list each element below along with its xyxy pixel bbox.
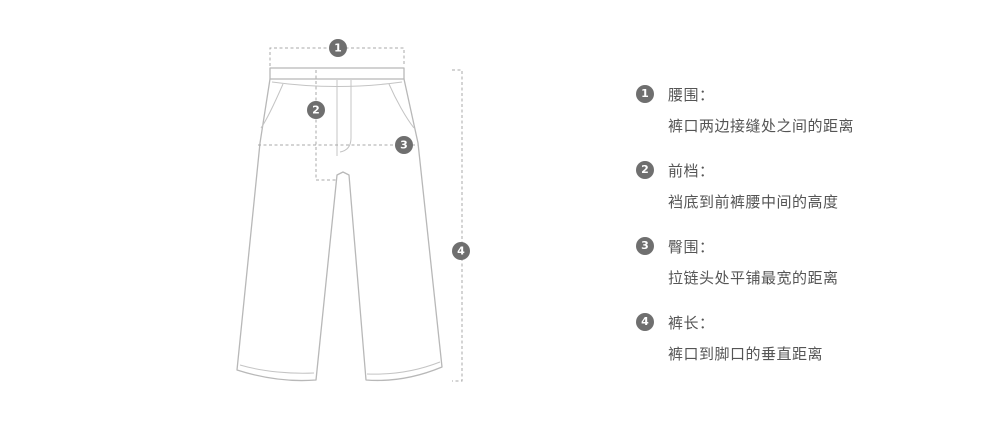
pants-outline	[236, 67, 443, 382]
legend-item-length: 4 裤长： 裤口到脚口的垂直距离	[634, 308, 974, 384]
marker-length: 4	[452, 242, 470, 260]
marker-front-rise: 2	[307, 101, 325, 119]
legend-item-waist: 1 腰围： 裤口两边接缝处之间的距离	[634, 80, 974, 156]
legend-number: 2	[636, 161, 654, 179]
legend-title: 腰围：	[668, 86, 715, 104]
front-rise-guide	[315, 70, 337, 181]
legend-item-front-rise: 2 前档： 裆底到前裤腰中间的高度	[634, 156, 974, 232]
svg-text:3: 3	[400, 139, 408, 152]
length-guide	[452, 69, 463, 382]
marker-hip: 3	[395, 136, 413, 154]
marker-waist: 1	[329, 39, 347, 57]
legend-description: 拉链头处平铺最宽的距离	[668, 269, 839, 287]
measure-guides	[258, 47, 463, 382]
svg-text:2: 2	[312, 104, 320, 117]
legend-item-hip: 3 臀围： 拉链头处平铺最宽的距离	[634, 232, 974, 308]
measurement-legend: 1 腰围： 裤口两边接缝处之间的距离 2 前档： 裆底到前裤腰中间的高度 3 臀…	[634, 80, 974, 384]
legend-title: 裤长：	[668, 314, 715, 332]
legend-number: 4	[636, 313, 654, 331]
svg-text:4: 4	[457, 245, 465, 258]
legend-title: 臀围：	[668, 238, 715, 256]
legend-number: 1	[636, 85, 654, 103]
svg-text:1: 1	[334, 42, 342, 55]
legend-title: 前档：	[668, 162, 715, 180]
legend-description: 裤口到脚口的垂直距离	[668, 345, 824, 363]
legend-number: 3	[636, 237, 654, 255]
legend-description: 裤口两边接缝处之间的距离	[668, 117, 855, 135]
legend-description: 裆底到前裤腰中间的高度	[668, 193, 839, 211]
